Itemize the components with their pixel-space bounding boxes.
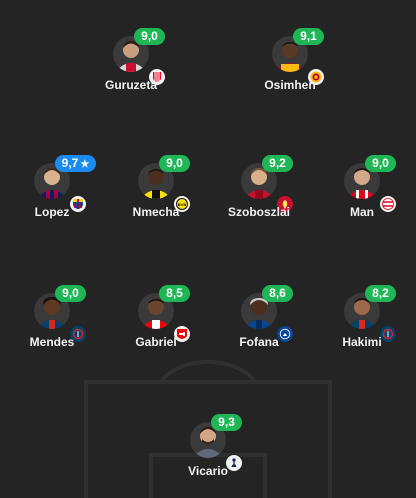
psv-icon: [380, 196, 396, 212]
rating-badge: 9,3: [211, 414, 242, 431]
player-name: Szoboszlai: [227, 205, 290, 219]
player-name: Nmecha: [132, 205, 180, 219]
player-name: Osimhen: [264, 78, 316, 92]
player-card-vicario[interactable]: 9,3 Vicario: [158, 414, 258, 492]
rating-badge: 8,6: [262, 285, 293, 302]
rating-badge: 9,1: [293, 28, 324, 45]
rating-value: 8,6: [269, 286, 286, 300]
player-card-hakimi[interactable]: 8,2 Hakimi: [312, 285, 412, 363]
arsenal-icon: [174, 326, 190, 342]
rating-value: 9,1: [300, 29, 317, 43]
player-card-mendes[interactable]: 9,0 Mendes: [2, 285, 102, 363]
player-card-osimhen[interactable]: 9,1 Osimhen: [240, 28, 340, 106]
rating-badge: 8,5: [159, 285, 190, 302]
rating-badge: 9,0: [134, 28, 165, 45]
player-name: Hakimi: [342, 335, 382, 349]
psg-icon: [70, 326, 86, 342]
player-card-nmecha[interactable]: BVB 9,0 Nmecha: [106, 155, 206, 233]
player-avatar: [138, 163, 174, 199]
rating-value: 9,0: [141, 29, 158, 43]
rating-value: 9,0: [372, 156, 389, 170]
player-name: Mendes: [29, 335, 75, 349]
player-name: Man: [350, 205, 374, 219]
star-icon: ★: [80, 159, 90, 170]
player-avatar: [241, 163, 277, 199]
tottenham-icon: [226, 455, 242, 471]
dortmund-icon: BVB: [174, 196, 190, 212]
player-avatar: [34, 163, 70, 199]
player-name: Fofana: [239, 335, 279, 349]
rating-value: 9,2: [269, 156, 286, 170]
player-avatar: [190, 422, 226, 458]
rating-badge: 8,2: [365, 285, 396, 302]
rating-badge: 9,0: [55, 285, 86, 302]
player-card-guruzeta[interactable]: 9,0 Guruzeta: [81, 28, 181, 106]
player-name: Guruzeta: [104, 78, 157, 92]
rating-value: 8,2: [372, 286, 389, 300]
rating-value: 8,5: [166, 286, 183, 300]
player-name: Lopez: [34, 205, 70, 219]
player-card-man[interactable]: 9,0 Man: [312, 155, 412, 233]
athletic-club-icon: [149, 69, 165, 85]
barcelona-icon: [70, 196, 86, 212]
rating-badge-star: 9,7★: [55, 155, 96, 172]
player-card-lopez[interactable]: 9,7★ Lopez: [2, 155, 102, 233]
galatasaray-icon: [308, 69, 324, 85]
rating-badge: 9,0: [365, 155, 396, 172]
player-name: Vicario: [188, 464, 228, 478]
player-card-gabriel[interactable]: 8,5 Gabriel: [106, 285, 206, 363]
player-name: Gabriel: [135, 335, 177, 349]
rating-badge: 9,2: [262, 155, 293, 172]
chelsea-icon: [277, 326, 293, 342]
psg-icon: [380, 326, 396, 342]
svg-text:BVB: BVB: [178, 202, 187, 207]
rating-value: 9,0: [166, 156, 183, 170]
rating-value: 9,0: [62, 286, 79, 300]
player-card-fofana[interactable]: 8,6 Fofana: [209, 285, 309, 363]
rating-badge: 9,0: [159, 155, 190, 172]
player-card-szoboszlai[interactable]: 9,2 Szoboszlai: [209, 155, 309, 233]
rating-value: 9,7: [61, 156, 79, 170]
liverpool-icon: [277, 196, 293, 212]
rating-value: 9,3: [218, 415, 235, 429]
